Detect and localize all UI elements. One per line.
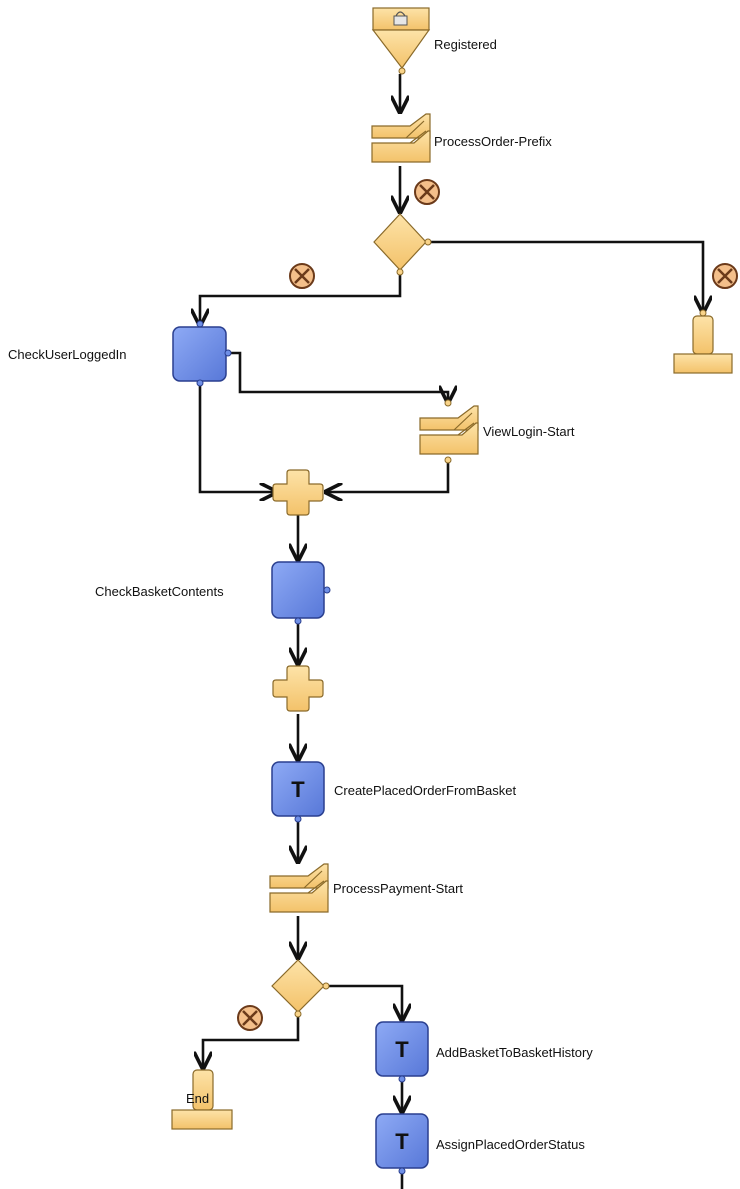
start-node-icon [371,7,431,75]
flow-decision2-down-to-end [203,1012,300,1068]
transaction-glyph: T [395,1129,409,1154]
end-node-2[interactable]: End [171,1069,233,1130]
end-node-icon [673,309,733,374]
error-connector-icon[interactable] [237,1005,263,1031]
error-connector-icon[interactable] [414,179,440,205]
assign-order-status-label: AssignPlacedOrderStatus [436,1137,585,1152]
join-node-icon [272,469,324,516]
add-basket-history-node[interactable]: T AddBasketToBasketHistory [375,1021,593,1083]
connectors [200,74,703,1189]
decision-node-1[interactable] [373,213,432,276]
create-placed-order-node[interactable]: T CreatePlacedOrderFromBasket [271,761,516,823]
decision-diamond-icon [271,959,330,1018]
process-order-prefix-node[interactable]: ProcessOrder-Prefix [371,113,552,163]
flow-decision-down-to-checkuser [200,272,402,325]
end-node-1[interactable] [673,309,733,374]
decision-diamond-icon [373,213,432,276]
error-connector-icon[interactable] [712,263,738,289]
transaction-glyph: T [291,777,305,802]
error-connector-icon[interactable] [289,263,315,289]
pipelet-icon [172,320,232,387]
flow-checkuser-to-viewlogin [228,351,448,402]
registered-label: Registered [434,37,497,52]
add-basket-history-label: AddBasketToBasketHistory [436,1045,593,1060]
view-login-start-node[interactable]: ViewLogin-Start [419,399,575,464]
transaction-pipelet-icon: T [375,1021,429,1083]
flow-checkuser-to-join [198,383,276,492]
call-pipeline-icon [371,113,431,163]
call-pipeline-icon [269,863,329,913]
process-payment-start-label: ProcessPayment-Start [333,881,463,896]
process-order-prefix-label: ProcessOrder-Prefix [434,134,552,149]
check-basket-contents-label: CheckBasketContents [95,584,224,599]
join-node-1[interactable] [272,469,324,516]
end-label: End [186,1091,209,1106]
end-node-icon [171,1069,233,1130]
decision-node-2[interactable] [271,959,330,1018]
flow-decision2-right-to-basket-history [326,984,402,1020]
check-user-logged-in-label: CheckUserLoggedIn [8,347,127,362]
registered-start-node[interactable]: Registered [371,7,497,75]
process-payment-start-node[interactable]: ProcessPayment-Start [269,863,463,913]
call-pipeline-icon [419,399,479,464]
join-node-icon [272,665,324,712]
check-basket-contents-node[interactable]: CheckBasketContents [95,561,331,625]
pipelet-icon [271,561,331,625]
transaction-pipelet-icon: T [271,761,325,823]
flow-viewlogin-to-join [326,462,450,492]
flow-decision-right-to-end [428,240,703,312]
create-placed-order-label: CreatePlacedOrderFromBasket [334,783,516,798]
transaction-pipelet-icon: T [375,1113,429,1175]
join-node-2[interactable] [272,665,324,712]
assign-order-status-node[interactable]: T AssignPlacedOrderStatus [375,1113,585,1175]
transaction-glyph: T [395,1037,409,1062]
check-user-logged-in-node[interactable]: CheckUserLoggedIn [8,320,232,387]
view-login-start-label: ViewLogin-Start [483,424,575,439]
